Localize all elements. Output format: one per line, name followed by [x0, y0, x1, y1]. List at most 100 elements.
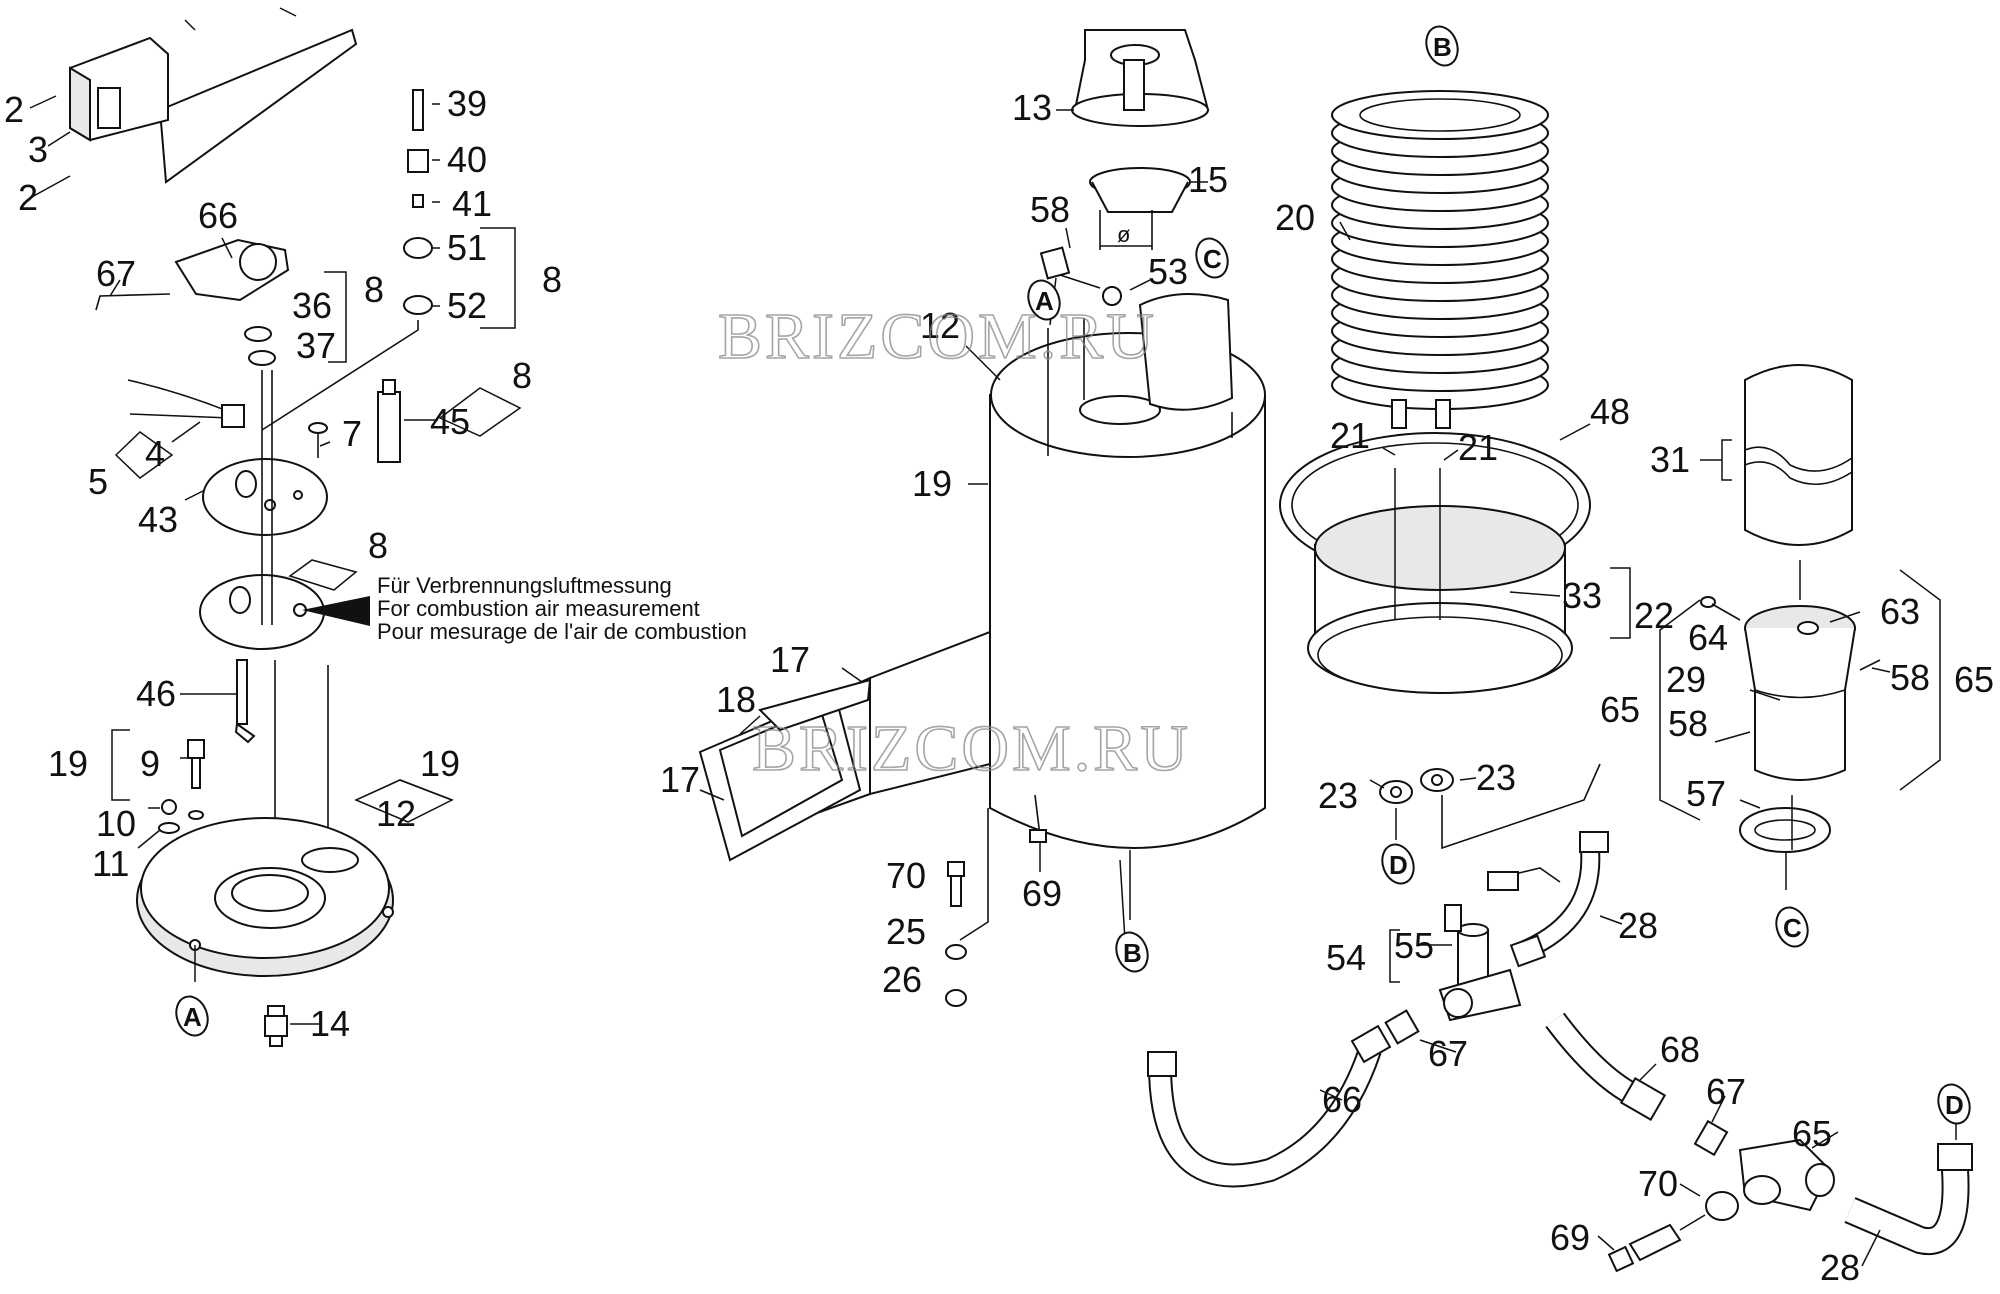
sensor-69: [1607, 1214, 1706, 1273]
part-label: 52: [447, 285, 487, 326]
burner-base-plate: [136, 817, 394, 977]
part-label: 70: [1638, 1163, 1678, 1204]
part-label: 10: [96, 803, 136, 844]
hose-28-lower-nut: [1937, 1143, 1973, 1171]
sensor-44: [377, 379, 401, 463]
fitting-67b: [1693, 1119, 1729, 1157]
part-label: 17: [770, 639, 810, 680]
part-label: 36: [292, 285, 332, 326]
hose-66: [1150, 1046, 1380, 1186]
heating-coil-20: [1331, 90, 1549, 429]
sensor-51: [1039, 246, 1101, 289]
part-label: 58: [1668, 703, 1708, 744]
part-label: 48: [1590, 391, 1630, 432]
electrode-47: [234, 659, 256, 744]
note-de: Für Verbrennungsluftmessung: [377, 573, 672, 598]
washer-37: [248, 350, 276, 366]
svg-text:A: A: [183, 1002, 202, 1032]
nut-11: [161, 799, 177, 815]
nut-26: [945, 989, 967, 1007]
part-label: 39: [447, 83, 487, 124]
hose-28-lower: [1845, 1169, 1968, 1254]
part-label: 9: [140, 743, 160, 784]
screw-53a: [1714, 731, 1751, 743]
marker-a-left: A: [175, 995, 209, 1037]
marker-b-bottom: B: [1115, 931, 1149, 973]
bolt-9: [187, 739, 205, 789]
fastener-stack: [403, 89, 433, 315]
part-label: 67: [1428, 1033, 1468, 1074]
marker-d-center: D: [1381, 843, 1415, 885]
part-label: 67: [1706, 1071, 1746, 1112]
part-label: 33: [1562, 575, 1602, 616]
part-label: 29: [1666, 659, 1706, 700]
part-label: 43: [138, 499, 178, 540]
part-label: 69: [1550, 1217, 1590, 1258]
valve-49-50: [1438, 867, 1561, 1022]
watermark-top: BRIZCOM.RU: [718, 300, 1157, 373]
part-label: 18: [716, 679, 756, 720]
bolt-58: [947, 861, 965, 907]
hose-68: [1547, 1013, 1645, 1108]
gasket-52: [1739, 807, 1831, 853]
marker-d-right: D: [1937, 1083, 1971, 1125]
part-label: 7: [342, 413, 362, 454]
marker-b-top: B: [1425, 25, 1459, 67]
part-label: 8: [368, 525, 388, 566]
swirl-insert-14: [1071, 29, 1210, 127]
part-label: 25: [886, 911, 926, 952]
cable-electrode: [127, 379, 245, 428]
svg-text:C: C: [1203, 244, 1222, 274]
part-label: 3: [28, 129, 48, 170]
svg-text:D: D: [1945, 1090, 1964, 1120]
bracket-57: [1029, 794, 1047, 843]
svg-text:B: B: [1123, 938, 1142, 968]
part-label: 12: [920, 305, 960, 346]
part-label: 22: [1634, 595, 1674, 636]
fitting-15: [264, 1005, 288, 1047]
marker-a-center: A: [1027, 279, 1061, 321]
note-en: For combustion air measurement: [377, 596, 700, 621]
part-label: 67: [96, 253, 136, 294]
control-box-bracket: [69, 7, 358, 184]
part-label: 66: [1322, 1079, 1362, 1120]
part-label: 40: [447, 139, 487, 180]
part-label: 37: [296, 325, 336, 366]
part-label: 26: [882, 959, 922, 1000]
part-label: 19: [420, 743, 460, 784]
part-label: 58: [1890, 657, 1930, 698]
part-label: 19: [48, 743, 88, 784]
screw-55: [1700, 596, 1741, 621]
part-label: 21: [1330, 415, 1370, 456]
boiler-shell: [989, 293, 1266, 849]
part-label: 66: [198, 195, 238, 236]
part-label: 54: [1326, 937, 1366, 978]
flue-outlet-17-18: [698, 630, 991, 862]
part-label: 65: [1600, 689, 1640, 730]
svg-text:B: B: [1433, 32, 1452, 62]
part-label: 20: [1275, 197, 1315, 238]
igniter-connector: [95, 238, 290, 311]
part-label: 8: [364, 269, 384, 310]
nut-23a: [1379, 780, 1413, 804]
part-label: 11: [92, 843, 129, 884]
part-label: 17: [660, 759, 700, 800]
part-label: 31: [1650, 439, 1690, 480]
leader-lines: [29, 95, 1957, 1267]
part-label: 65: [1792, 1113, 1832, 1154]
part-label: 70: [886, 855, 926, 896]
part-label: 15: [1188, 159, 1228, 200]
part-label: 5: [88, 461, 108, 502]
nut-23b: [1420, 768, 1454, 792]
tee-63: [1738, 1138, 1835, 1212]
marker-c-bottom: C: [1775, 906, 1809, 948]
plate-measurement: [199, 574, 370, 650]
part-label: 2: [18, 177, 38, 218]
part-label: 69: [1022, 873, 1062, 914]
part-label: 45: [430, 401, 470, 442]
screw-7: [308, 422, 328, 458]
flue-part-29: [1744, 605, 1856, 781]
part-label: 23: [1476, 757, 1516, 798]
part-label: 12: [376, 793, 416, 834]
